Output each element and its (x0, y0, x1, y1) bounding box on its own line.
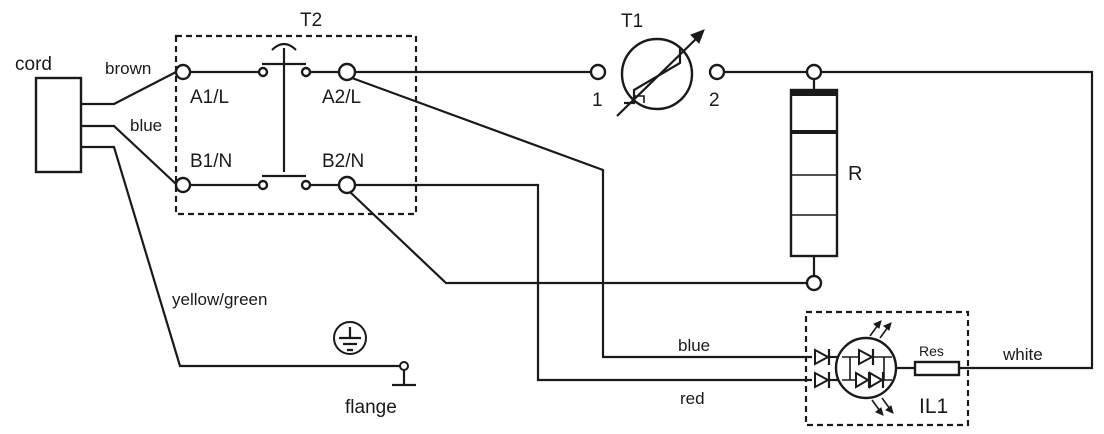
terminal-r-bottom (805, 274, 823, 292)
t2-contact-n-left (257, 179, 269, 191)
label-res: Res (919, 343, 944, 359)
il1-box (804, 310, 970, 427)
thermostat-adjust-arrow (690, 29, 705, 44)
t2-contact-l-left (257, 66, 269, 78)
label-red-wire: red (680, 389, 705, 408)
terminal-t1-2 (708, 63, 726, 81)
led-emission-arrows-icon (869, 320, 894, 416)
heater-r-band-top (791, 90, 837, 96)
wire-yellow-green (81, 145, 404, 368)
label-a2: A2/L (322, 87, 361, 108)
label-t1-pin2: 2 (709, 90, 720, 111)
terminal-flange (399, 361, 409, 371)
flange-stem (392, 370, 416, 387)
res-resistor (913, 360, 961, 377)
label-blue-wire: blue (678, 336, 710, 355)
wire-brown (81, 71, 177, 106)
led-top (858, 348, 875, 366)
label-t1: T1 (621, 11, 643, 32)
label-blue-cord: blue (130, 116, 162, 135)
terminal-r-top (805, 63, 823, 81)
led-bottom-right (869, 371, 884, 389)
label-brown: brown (105, 59, 151, 78)
label-il1: IL1 (919, 395, 948, 418)
thermostat-icon (620, 37, 694, 111)
t2-actuator-cap (271, 42, 297, 51)
label-t1-pin1: 1 (592, 90, 603, 111)
cord-plug (34, 76, 83, 174)
earth-ground-icon (333, 321, 367, 355)
heater-r (789, 88, 839, 258)
wire-blue-cord (81, 124, 177, 185)
thermostat-adjust-line (616, 36, 699, 117)
label-white-wire: white (1002, 345, 1043, 364)
terminal-b1 (174, 176, 192, 194)
led-bottom-left (855, 371, 870, 389)
label-cord: cord (15, 54, 52, 75)
label-a1: A1/L (190, 87, 229, 108)
label-b2: B2/N (322, 151, 364, 172)
heater-r-band-mid (791, 130, 837, 134)
diode-input-blue (814, 348, 831, 366)
diode-input-red (814, 371, 831, 389)
label-r: R (848, 163, 862, 185)
wire-a2-to-lamp-blue (351, 76, 812, 359)
label-t2: T2 (300, 10, 322, 31)
wire-b2-to-r-bottom (349, 191, 806, 285)
label-flange: flange (345, 397, 397, 418)
label-b1: B1/N (190, 151, 232, 172)
terminal-b2 (337, 175, 357, 195)
terminal-a1 (174, 63, 192, 81)
il1-lamp (834, 336, 898, 400)
t2-contact-n-right (300, 179, 312, 191)
wire-white (822, 70, 1094, 370)
terminal-t1-1 (589, 63, 607, 81)
label-yellow-green: yellow/green (172, 290, 267, 309)
t2-switch-box (174, 34, 418, 216)
t2-contact-l-right (300, 66, 312, 78)
